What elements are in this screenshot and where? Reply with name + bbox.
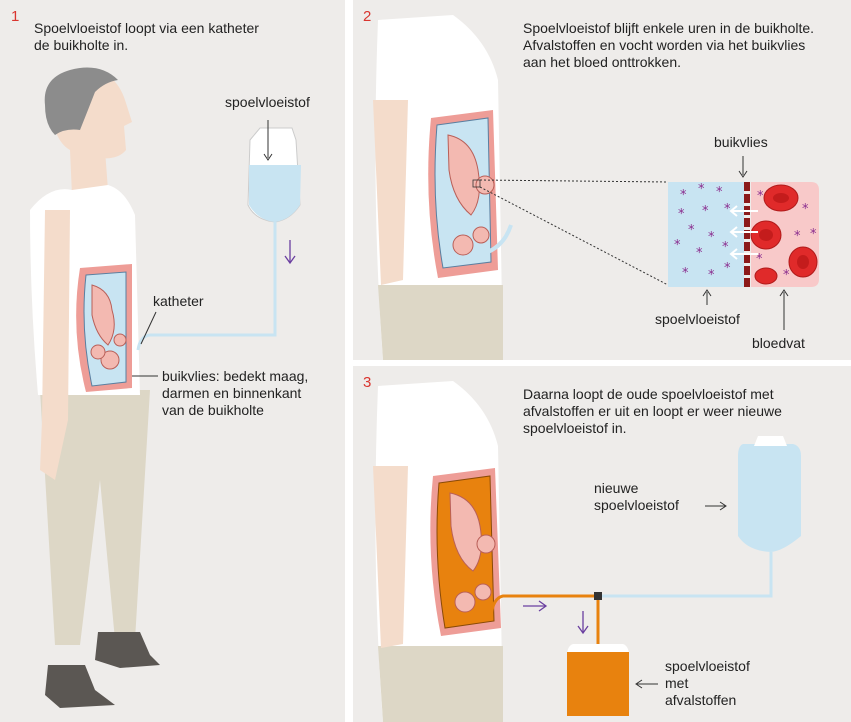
waste-fluid: [567, 652, 629, 716]
svg-text:*: *: [708, 268, 715, 283]
organ: [114, 334, 126, 346]
trousers: [378, 285, 503, 360]
zoom-line-top: [480, 180, 668, 182]
panel-step-1: 1 Spoelvloeistof loopt via een katheter …: [0, 0, 345, 722]
svg-text:*: *: [678, 207, 685, 222]
membrane-label: buikvlies: bedekt maag, darmen en binnen…: [162, 368, 308, 419]
step-1-description: Spoelvloeistof loopt via een katheter de…: [34, 20, 334, 54]
panel-step-2: *** *** ** *** *** *** *** 2 Spoelv: [353, 0, 851, 360]
blood-vessel-label: bloedvat: [752, 335, 805, 352]
svg-text:*: *: [724, 202, 731, 217]
shoe-right: [95, 632, 160, 668]
blood-cell: [755, 268, 777, 284]
catheter-label: katheter: [153, 293, 204, 310]
shoe-left: [45, 665, 115, 708]
blood-cell-center: [773, 193, 789, 203]
trousers: [378, 646, 503, 722]
organ: [91, 345, 105, 359]
step-number-1: 1: [11, 8, 19, 25]
bag-label: spoelvloeistof: [225, 94, 310, 111]
svg-text:*: *: [794, 229, 801, 244]
svg-text:*: *: [698, 182, 705, 197]
svg-text:*: *: [716, 185, 723, 200]
new-fluid-bag: [738, 444, 801, 552]
organ: [455, 592, 475, 612]
svg-text:*: *: [810, 227, 817, 242]
svg-text:*: *: [722, 240, 729, 255]
catheter-tube: [138, 222, 275, 350]
step-number-2: 2: [363, 8, 371, 25]
svg-text:*: *: [757, 189, 764, 204]
organ: [477, 535, 495, 553]
catheter-pointer: [141, 312, 156, 344]
svg-text:*: *: [680, 188, 687, 203]
membrane-label: buikvlies: [714, 134, 768, 151]
panel-step-3: 3 Daarna loopt de oude spoelvloeistof me…: [353, 366, 851, 722]
svg-text:*: *: [708, 230, 715, 245]
svg-text:*: *: [783, 268, 790, 283]
organ: [476, 176, 494, 194]
new-fluid-label: nieuwe spoelvloeistof: [594, 480, 679, 514]
step-2-description: Spoelvloeistof blijft enkele uren in de …: [523, 20, 851, 71]
svg-text:*: *: [696, 246, 703, 261]
svg-text:*: *: [802, 202, 809, 217]
organ: [453, 235, 473, 255]
svg-text:*: *: [724, 261, 731, 276]
tube-connector: [594, 592, 602, 600]
svg-text:*: *: [682, 266, 689, 281]
organ: [475, 584, 491, 600]
waste-fluid-label: spoelvloeistof met afvalstoffen: [665, 658, 750, 709]
bag-cap: [754, 436, 787, 446]
blood-cell-center: [797, 255, 809, 269]
svg-text:*: *: [688, 223, 695, 238]
svg-text:*: *: [702, 204, 709, 219]
svg-text:*: *: [674, 238, 681, 253]
step-3-description: Daarna loopt de oude spoelvloeistof met …: [523, 386, 843, 437]
organ: [473, 227, 489, 243]
step-number-3: 3: [363, 374, 371, 391]
blood-cell-center: [759, 229, 773, 241]
new-fluid-tube: [598, 552, 771, 596]
fluid-label: spoelvloeistof: [655, 311, 740, 328]
